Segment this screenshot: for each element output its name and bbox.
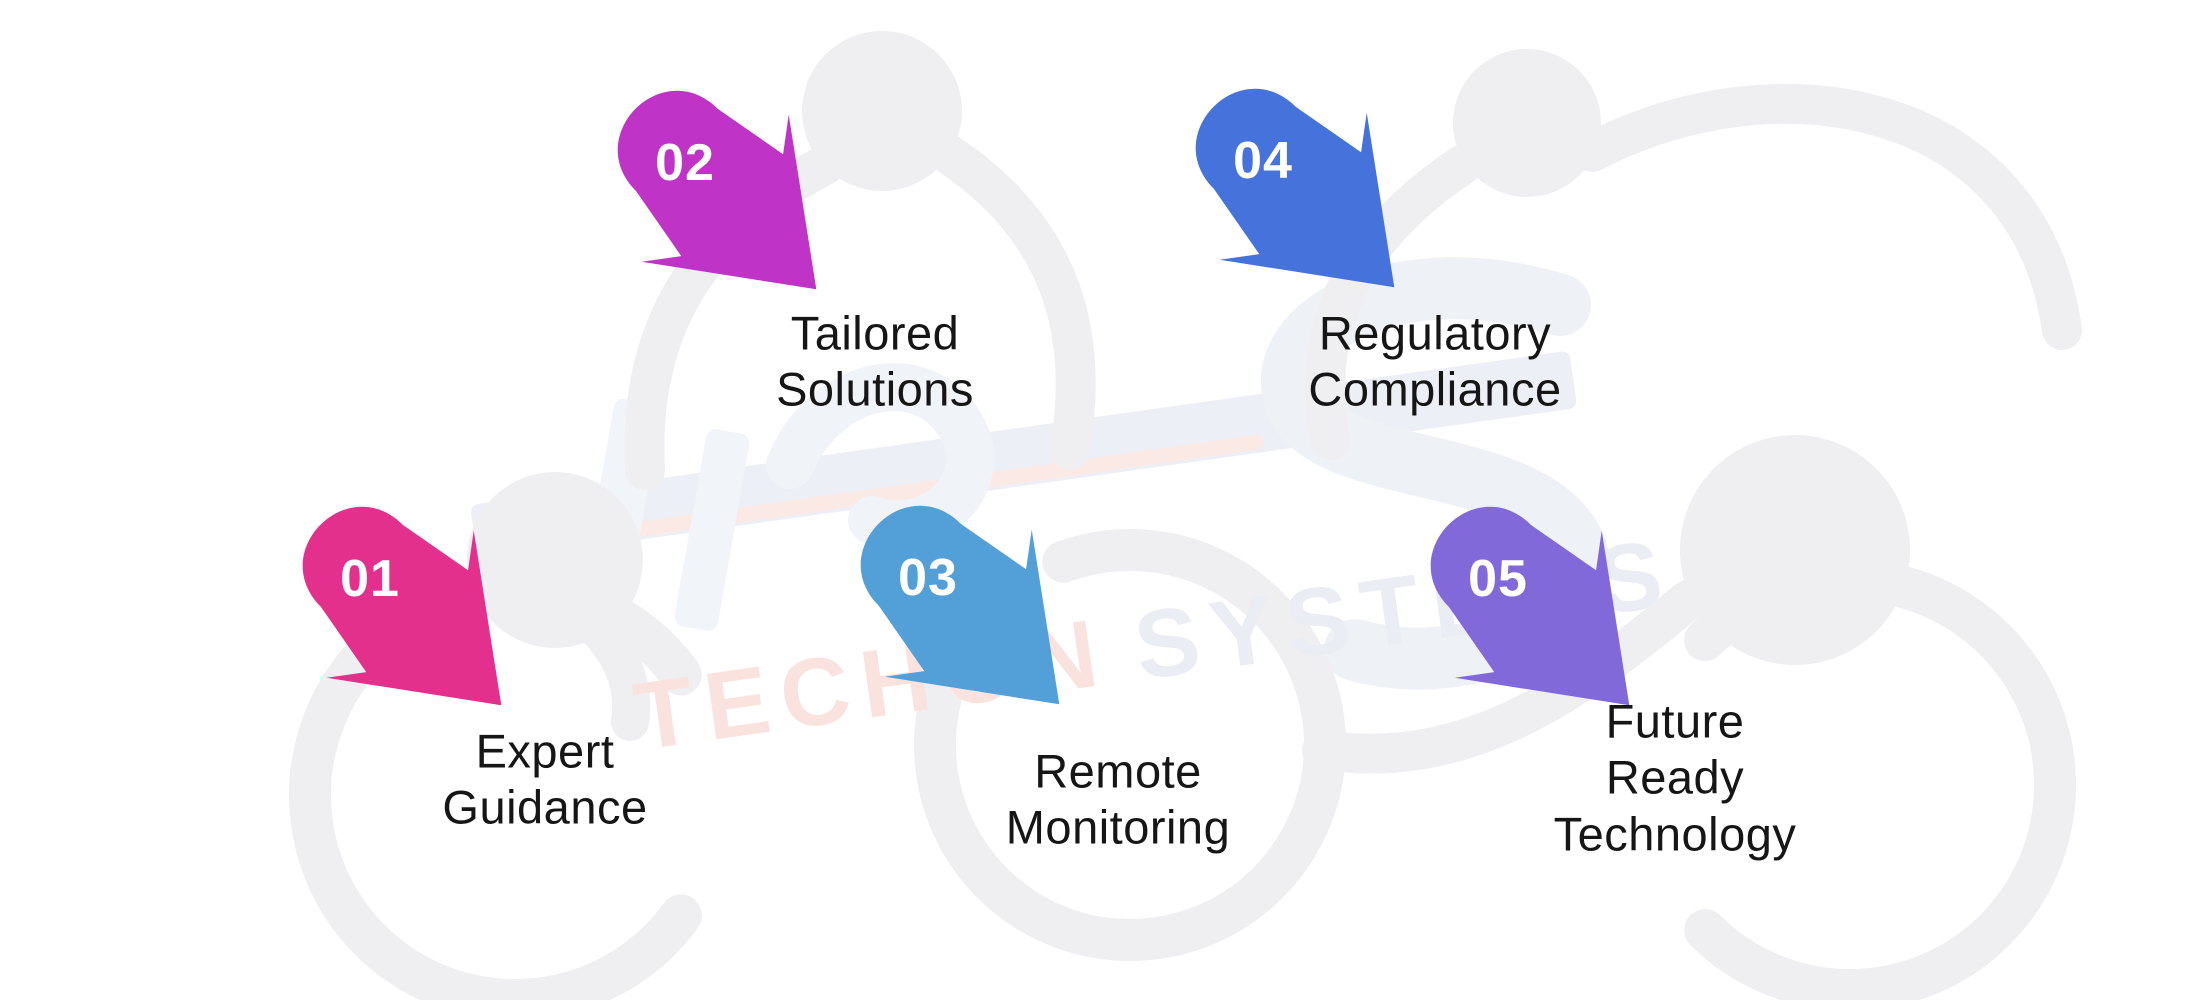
step-label: Future Ready Technology [1553, 694, 1797, 861]
step-number: 04 [1233, 132, 1293, 190]
logo-network-shapes [289, 31, 2082, 1000]
step-number: 05 [1468, 550, 1528, 608]
arrow-icon [805, 450, 1133, 778]
arrow-icon [1140, 33, 1468, 361]
arrow-icon [562, 35, 890, 363]
step-label: Tailored Solutions [776, 306, 974, 416]
step-label: Remote Monitoring [1005, 744, 1231, 854]
step-label: Expert Guidance [442, 724, 648, 834]
arrow-icon [1375, 451, 1703, 779]
step-number: 02 [655, 134, 715, 192]
step-number: 03 [898, 549, 958, 607]
arrow-icon [247, 451, 575, 779]
step-label: Regulatory Compliance [1308, 306, 1562, 416]
step-number: 01 [340, 550, 400, 608]
